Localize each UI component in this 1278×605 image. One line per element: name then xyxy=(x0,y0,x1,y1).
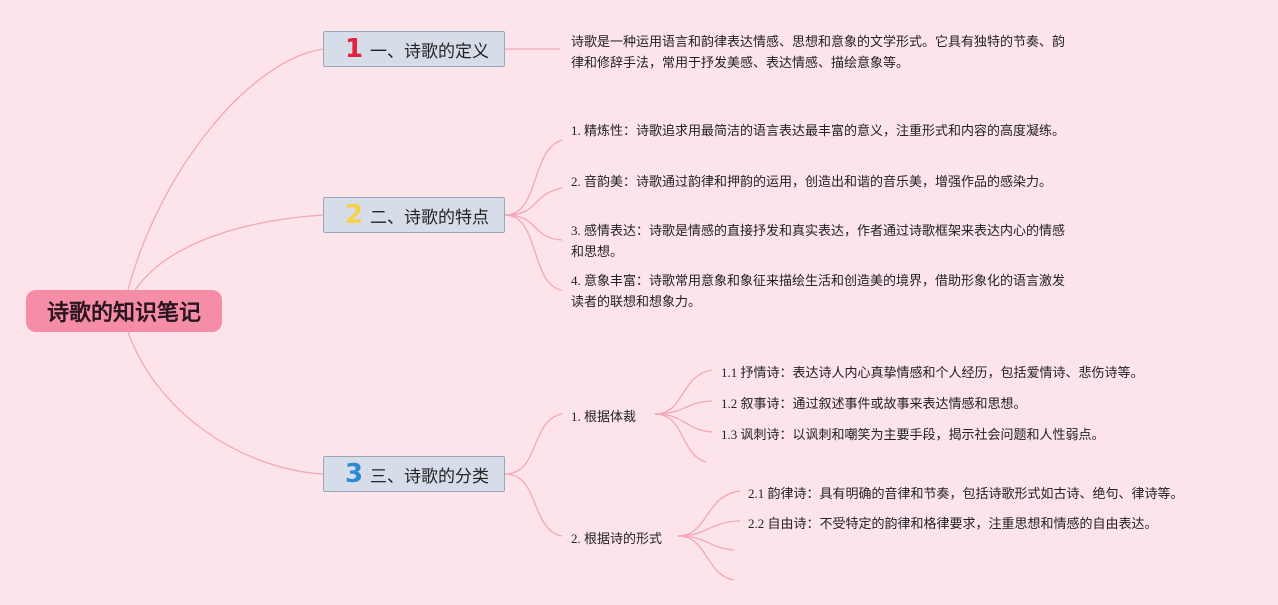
genre-item[interactable]: 1.3 讽刺诗：以讽刺和嘲笑为主要手段，揭示社会问题和人性弱点。 xyxy=(721,427,1105,442)
link-root-topic1 xyxy=(127,48,324,291)
link-genre-3 xyxy=(654,413,713,433)
link-root-topic2 xyxy=(134,214,324,291)
branch-by-genre[interactable]: 1. 根据体裁 xyxy=(571,409,637,424)
link-topic2-f4 xyxy=(504,214,563,291)
topic-definition[interactable]: 1 一、诗歌的定义 xyxy=(323,31,505,67)
number-3-icon: 3 xyxy=(344,459,364,489)
topic-label: 三、诗歌的分类 xyxy=(370,466,489,487)
genre-item[interactable]: 1.2 叙事诗：通过叙述事件或故事来表达情感和思想。 xyxy=(721,396,1027,411)
number-1-icon: 1 xyxy=(344,34,364,64)
topic-label: 二、诗歌的特点 xyxy=(370,207,489,228)
link-topic2-f1 xyxy=(504,139,563,216)
link-genre-2 xyxy=(654,400,713,415)
link-topic3-form xyxy=(504,473,563,537)
feature-item[interactable]: 2. 音韵美：诗歌通过韵律和押韵的运用，创造出和谐的音乐美，增强作品的感染力。 xyxy=(571,174,1053,189)
branch-by-form[interactable]: 2. 根据诗的形式 xyxy=(571,531,663,546)
link-topic2-f3 xyxy=(504,214,563,241)
link-topic2-f2 xyxy=(504,187,563,216)
genre-item[interactable]: 1.1 抒情诗：表达诗人内心真挚情感和个人经历，包括爱情诗、悲伤诗等。 xyxy=(721,365,1144,380)
feature-item[interactable]: 1. 精炼性：诗歌追求用最简洁的语言表达最丰富的意义，注重形式和内容的高度凝练。 xyxy=(571,123,1066,138)
link-root-topic3 xyxy=(127,331,324,475)
link-topic3-genre xyxy=(504,413,563,475)
topic-label: 一、诗歌的定义 xyxy=(370,41,489,62)
topic-classification[interactable]: 3 三、诗歌的分类 xyxy=(323,456,505,492)
link-genre-4 xyxy=(654,413,707,463)
feature-item[interactable]: 4. 意象丰富：诗歌常用意象和象征来描绘生活和创造美的境界，借助形象化的语言激发… xyxy=(571,273,1066,309)
link-form-2 xyxy=(677,520,741,537)
form-item[interactable]: 2.2 自由诗：不受特定的韵律和格律要求，注重思想和情感的自由表达。 xyxy=(748,516,1158,531)
form-item[interactable]: 2.1 韵律诗：具有明确的音律和节奏，包括诗歌形式如古诗、绝句、律诗等。 xyxy=(748,486,1184,501)
link-genre-1 xyxy=(654,369,713,415)
link-form-3 xyxy=(677,535,735,551)
link-form-1 xyxy=(677,490,741,537)
number-2-icon: 2 xyxy=(344,200,364,230)
topic-features[interactable]: 2 二、诗歌的特点 xyxy=(323,197,505,233)
root-node[interactable]: 诗歌的知识笔记 xyxy=(26,290,222,332)
link-form-4 xyxy=(677,535,735,581)
definition-note[interactable]: 诗歌是一种运用语言和韵律表达情感、思想和意象的文学形式。它具有独特的节奏、韵律和… xyxy=(571,34,1066,70)
feature-item[interactable]: 3. 感情表达：诗歌是情感的直接抒发和真实表达，作者通过诗歌框架来表达内心的情感… xyxy=(571,223,1066,259)
